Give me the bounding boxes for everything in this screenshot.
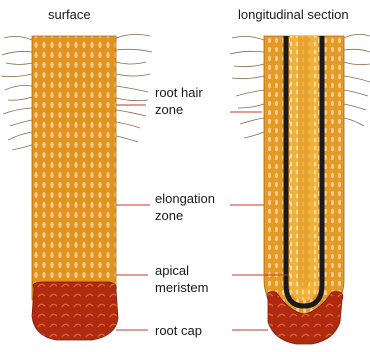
elongation-zone-line-2: zone <box>155 207 215 224</box>
section-heading: longitudinal section <box>238 7 349 22</box>
surface-heading: surface <box>48 7 91 22</box>
root-cap-label: root cap <box>155 322 202 339</box>
elongation-zone-line-1: elongation <box>155 190 215 207</box>
root-hair-zone-line-2: zone <box>155 101 203 118</box>
root-hair-zone-label: root hair zone <box>155 84 203 118</box>
elongation-zone-label: elongation zone <box>155 190 215 224</box>
surface-root <box>1 34 152 340</box>
apical-meristem-line-1: apical <box>155 262 208 279</box>
apical-meristem-label: apical meristem <box>155 262 208 296</box>
root-hair-zone-line-1: root hair <box>155 84 203 101</box>
apical-meristem-line-2: meristem <box>155 279 208 296</box>
section-root <box>230 34 370 344</box>
